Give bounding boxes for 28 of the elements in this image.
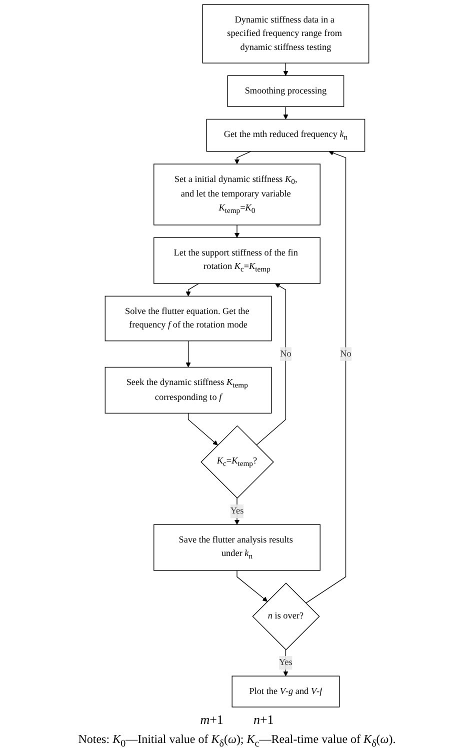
node-box: Seek the dynamic stiffness K$_{temp}$ corresponding to f — [104, 366, 272, 414]
arrow — [186, 340, 191, 368]
loop-counter-label: m+1 — [200, 712, 224, 728]
arrow — [234, 151, 252, 164]
node-box: Plot the V-g and V-f — [232, 676, 340, 708]
loop-counter-label: n+1 — [253, 712, 274, 728]
edge-label: No — [280, 348, 292, 359]
arrow — [283, 62, 288, 76]
arrow — [234, 224, 240, 238]
arrow — [305, 150, 346, 604]
edge-label: No — [340, 348, 352, 359]
arrow — [236, 570, 268, 602]
arrow — [256, 283, 286, 446]
node-box: Smoothing processing — [227, 75, 344, 107]
node-box: Set a initial dynamic stiffness K$_{0}$, and let the temporary variable K$_{temp}$=K$_{0}$ — [154, 164, 320, 226]
node-box: Solve the flutter equation. Get the frequency f of the rotation mode — [104, 296, 272, 342]
edge-label: Yes — [230, 506, 244, 516]
arrow — [186, 283, 200, 296]
node-diamond: K$_{c}$=K$_{temp}$? — [200, 425, 274, 499]
caption: Notes: K$_{0}$—Initial value of K$_{δ}$(ω); K$_{c}$—Real-time value of K$_{δ}$(ω). — [77, 730, 397, 751]
arrow — [283, 106, 288, 120]
node-box: Save the flutter analysis results under k$_{n}$ — [154, 524, 320, 571]
node-diamond: n is over? — [252, 582, 320, 650]
node-box: Dynamic stiffness data in a specified frequency range from dynamic stiffness testing — [202, 4, 370, 64]
node-box: Get the mth reduced frequency k$_{n}$ — [206, 118, 366, 152]
node-box: Let the support stiffness of the fin rotation K$_{c}$=K$_{temp}$ — [154, 237, 320, 284]
edge-label: Yes — [279, 658, 292, 668]
arrow — [188, 412, 218, 446]
